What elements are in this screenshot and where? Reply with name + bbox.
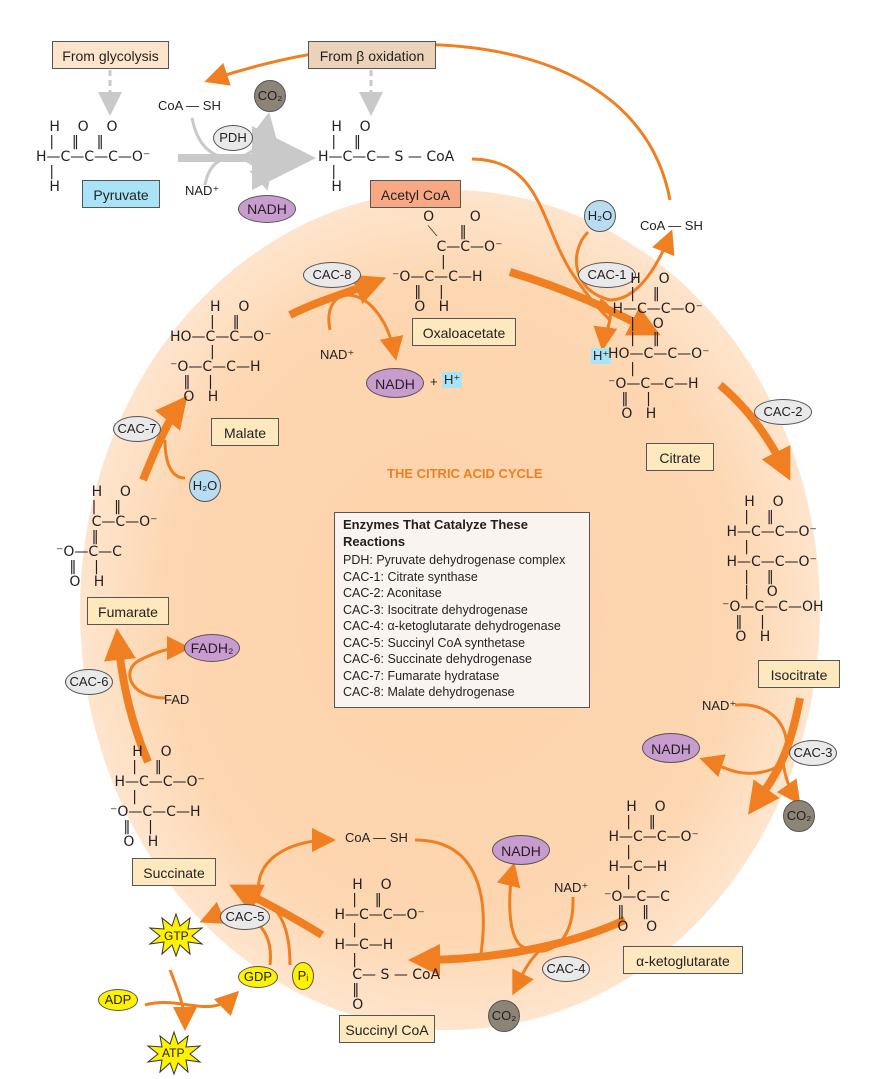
pdh-enzyme: PDH	[213, 125, 253, 151]
coash-to-cac4	[414, 838, 485, 961]
legend-item: CAC-5: Succinyl CoA synthetase	[343, 635, 526, 650]
fadh2-badge: FADH₂	[184, 634, 240, 662]
hplus-out	[593, 298, 618, 351]
atp-label: ATP	[162, 1046, 185, 1060]
cac3-co2	[776, 754, 801, 805]
pdh-nad-out	[203, 156, 273, 191]
citrate-label: Citrate	[646, 443, 714, 471]
cac7-enzyme: CAC-7	[113, 416, 161, 442]
arrow-citrate-isocitrate	[717, 381, 791, 481]
cac4-co2	[512, 948, 542, 996]
pdh-co2: CO₂	[254, 80, 286, 112]
fad-label: FAD	[164, 692, 190, 707]
cac3-enzyme: CAC-3	[789, 740, 837, 766]
gdp-badge: GDP	[238, 966, 278, 988]
cac5-enzyme: CAC-5	[220, 904, 270, 930]
pdh-nadh: NADH	[238, 195, 296, 223]
cycle-title: THE CITRIC ACID CYCLE	[387, 466, 543, 481]
enzyme-legend: Enzymes That Catalyze These Reactions PD…	[334, 512, 590, 708]
legend-item: CAC-3: Isocitrate dehydrogenase	[343, 602, 528, 617]
cac4-nadh: NADH	[492, 835, 550, 865]
cac3-nadh: NADH	[642, 733, 700, 763]
cac7-h2o: H₂O	[189, 470, 221, 502]
adp-badge: ADP	[98, 989, 138, 1011]
legend-item: CAC-6: Succinate dehydrogenase	[343, 652, 533, 666]
cac4-arc	[497, 862, 575, 953]
cac5-pi-arc	[259, 898, 292, 966]
from-glycolysis-box: From glycolysis	[52, 41, 169, 69]
h2o-in	[575, 229, 675, 302]
legend-heading: Enzymes That Catalyze These Reactions	[343, 517, 528, 549]
cac8-nad-plus: NAD⁺	[320, 347, 355, 362]
cac1-enzyme: CAC-1	[578, 262, 636, 288]
succinate-structure: H O | ‖ H—C—C—O⁻ | ⁻O—C—C—H ‖ | O H	[110, 744, 205, 850]
cac4-nad-plus: NAD⁺	[554, 880, 589, 895]
oxaloacetate-label: Oxaloacetate	[412, 318, 516, 346]
arrow-succinate-fumarate	[104, 628, 152, 764]
legend-item: CAC-2: Aconitase	[343, 586, 442, 600]
alpha-ketoglutarate-label: α-ketoglutarate	[623, 946, 743, 974]
gtp-starburst	[148, 912, 204, 958]
arrow-akg-succinylcoa	[408, 916, 627, 976]
cac8-plus: +	[430, 374, 438, 389]
succinate-label: Succinate	[132, 858, 216, 886]
arrow-fumarate-malate	[139, 395, 188, 482]
citrate-structure: H O | ‖ H—C—C—O⁻ | O | ‖ HO—C—C—O⁻ | ⁻O—…	[608, 271, 710, 422]
succinyl-coa-label: Succinyl CoA	[339, 1015, 435, 1043]
coash-arc	[257, 828, 336, 901]
arrow-malate-oxaloacetate	[288, 274, 387, 319]
legend-item: PDH: Pyruvate dehydrogenase complex	[343, 553, 566, 567]
cac6-arc	[128, 636, 191, 700]
cac8-enzyme: CAC-8	[303, 262, 361, 288]
cac4-co2: CO₂	[488, 1000, 520, 1032]
gtp-atp-arc	[168, 969, 197, 1031]
pdh-nad-plus: NAD⁺	[185, 183, 220, 198]
alpha-ketoglutarate-structure: H O | ‖ H—C—C—O⁻ | H—C—H | ⁻O—C—C ‖ ‖ O …	[604, 799, 699, 935]
cac3-arc	[699, 703, 789, 778]
legend-item: CAC-1: Citrate synthase	[343, 569, 478, 584]
cac8-nadh: NADH	[366, 368, 424, 398]
cac3-co2: CO₂	[783, 800, 815, 832]
cac7-h2o-arc	[163, 439, 186, 480]
acetyl-coa-structure: H O | ‖ H—C—C— S — CoA | H	[318, 119, 455, 195]
cac4-enzyme: CAC-4	[542, 956, 590, 982]
arrow-oxaloacetate-citrate	[508, 268, 661, 336]
isocitrate-structure: H O | ‖ H—C—C—O⁻ | H—C—C—O⁻ | ‖ | O ⁻O—C…	[722, 494, 824, 645]
pyruvate-label: Pyruvate	[82, 180, 160, 208]
oxaloacetate-structure: O O ⟍ ‖ C—C—O⁻ | ⁻O—C—C—H ‖ | O H	[392, 209, 503, 315]
fumarate-label: Fumarate	[87, 597, 169, 625]
gtp-label: GTP	[164, 929, 189, 943]
cac1-h-plus: H⁺	[591, 348, 612, 364]
cac1-coa-sh: CoA — SH	[640, 218, 703, 233]
pdh-coa-sh: CoA — SH	[158, 98, 221, 113]
fumarate-structure: H O | ‖ C—C—O⁻ ‖ ⁻O—C—C ‖ | O H	[56, 484, 158, 590]
cac8-h-plus: H⁺	[442, 372, 463, 388]
cac3-nad-plus: NAD⁺	[702, 698, 737, 713]
malate-structure: H O | ‖ HO—C—C—O⁻ | ⁻O—C—C—H ‖ | O H	[170, 299, 272, 405]
isocitrate-label: Isocitrate	[758, 660, 840, 688]
atp-starburst	[146, 1030, 202, 1076]
atp-adp-arc	[144, 990, 240, 1017]
cac2-enzyme: CAC-2	[754, 399, 812, 425]
cac8-nad-arc	[327, 293, 404, 361]
acetyl-coa-label: Acetyl CoA	[370, 180, 461, 208]
malate-label: Malate	[211, 418, 279, 446]
pi-badge: Pᵢ	[292, 962, 314, 990]
cac6-enzyme: CAC-6	[65, 669, 113, 695]
cac1-h2o: H₂O	[584, 200, 616, 232]
legend-item: CAC-7: Fumarate hydratase	[343, 668, 500, 683]
cac5-coa-sh: CoA — SH	[345, 830, 408, 845]
from-beta-oxidation-box: From β oxidation	[308, 41, 436, 69]
arrow-succinylcoa-succinate	[229, 884, 325, 939]
legend-item: CAC-4: α-ketoglutarate dehydrogenase	[343, 619, 561, 633]
coa-return-arc	[204, 43, 672, 201]
legend-item: CAC-8: Malate dehydrogenase	[343, 685, 515, 699]
succinyl-coa-structure: H O | ‖ H—C—C—O⁻ | H—C—H | C— S — CoA ‖ …	[334, 877, 441, 1013]
pyruvate-structure: H O O | ‖ ‖ H—C—C—C—O⁻ | H	[36, 119, 151, 195]
